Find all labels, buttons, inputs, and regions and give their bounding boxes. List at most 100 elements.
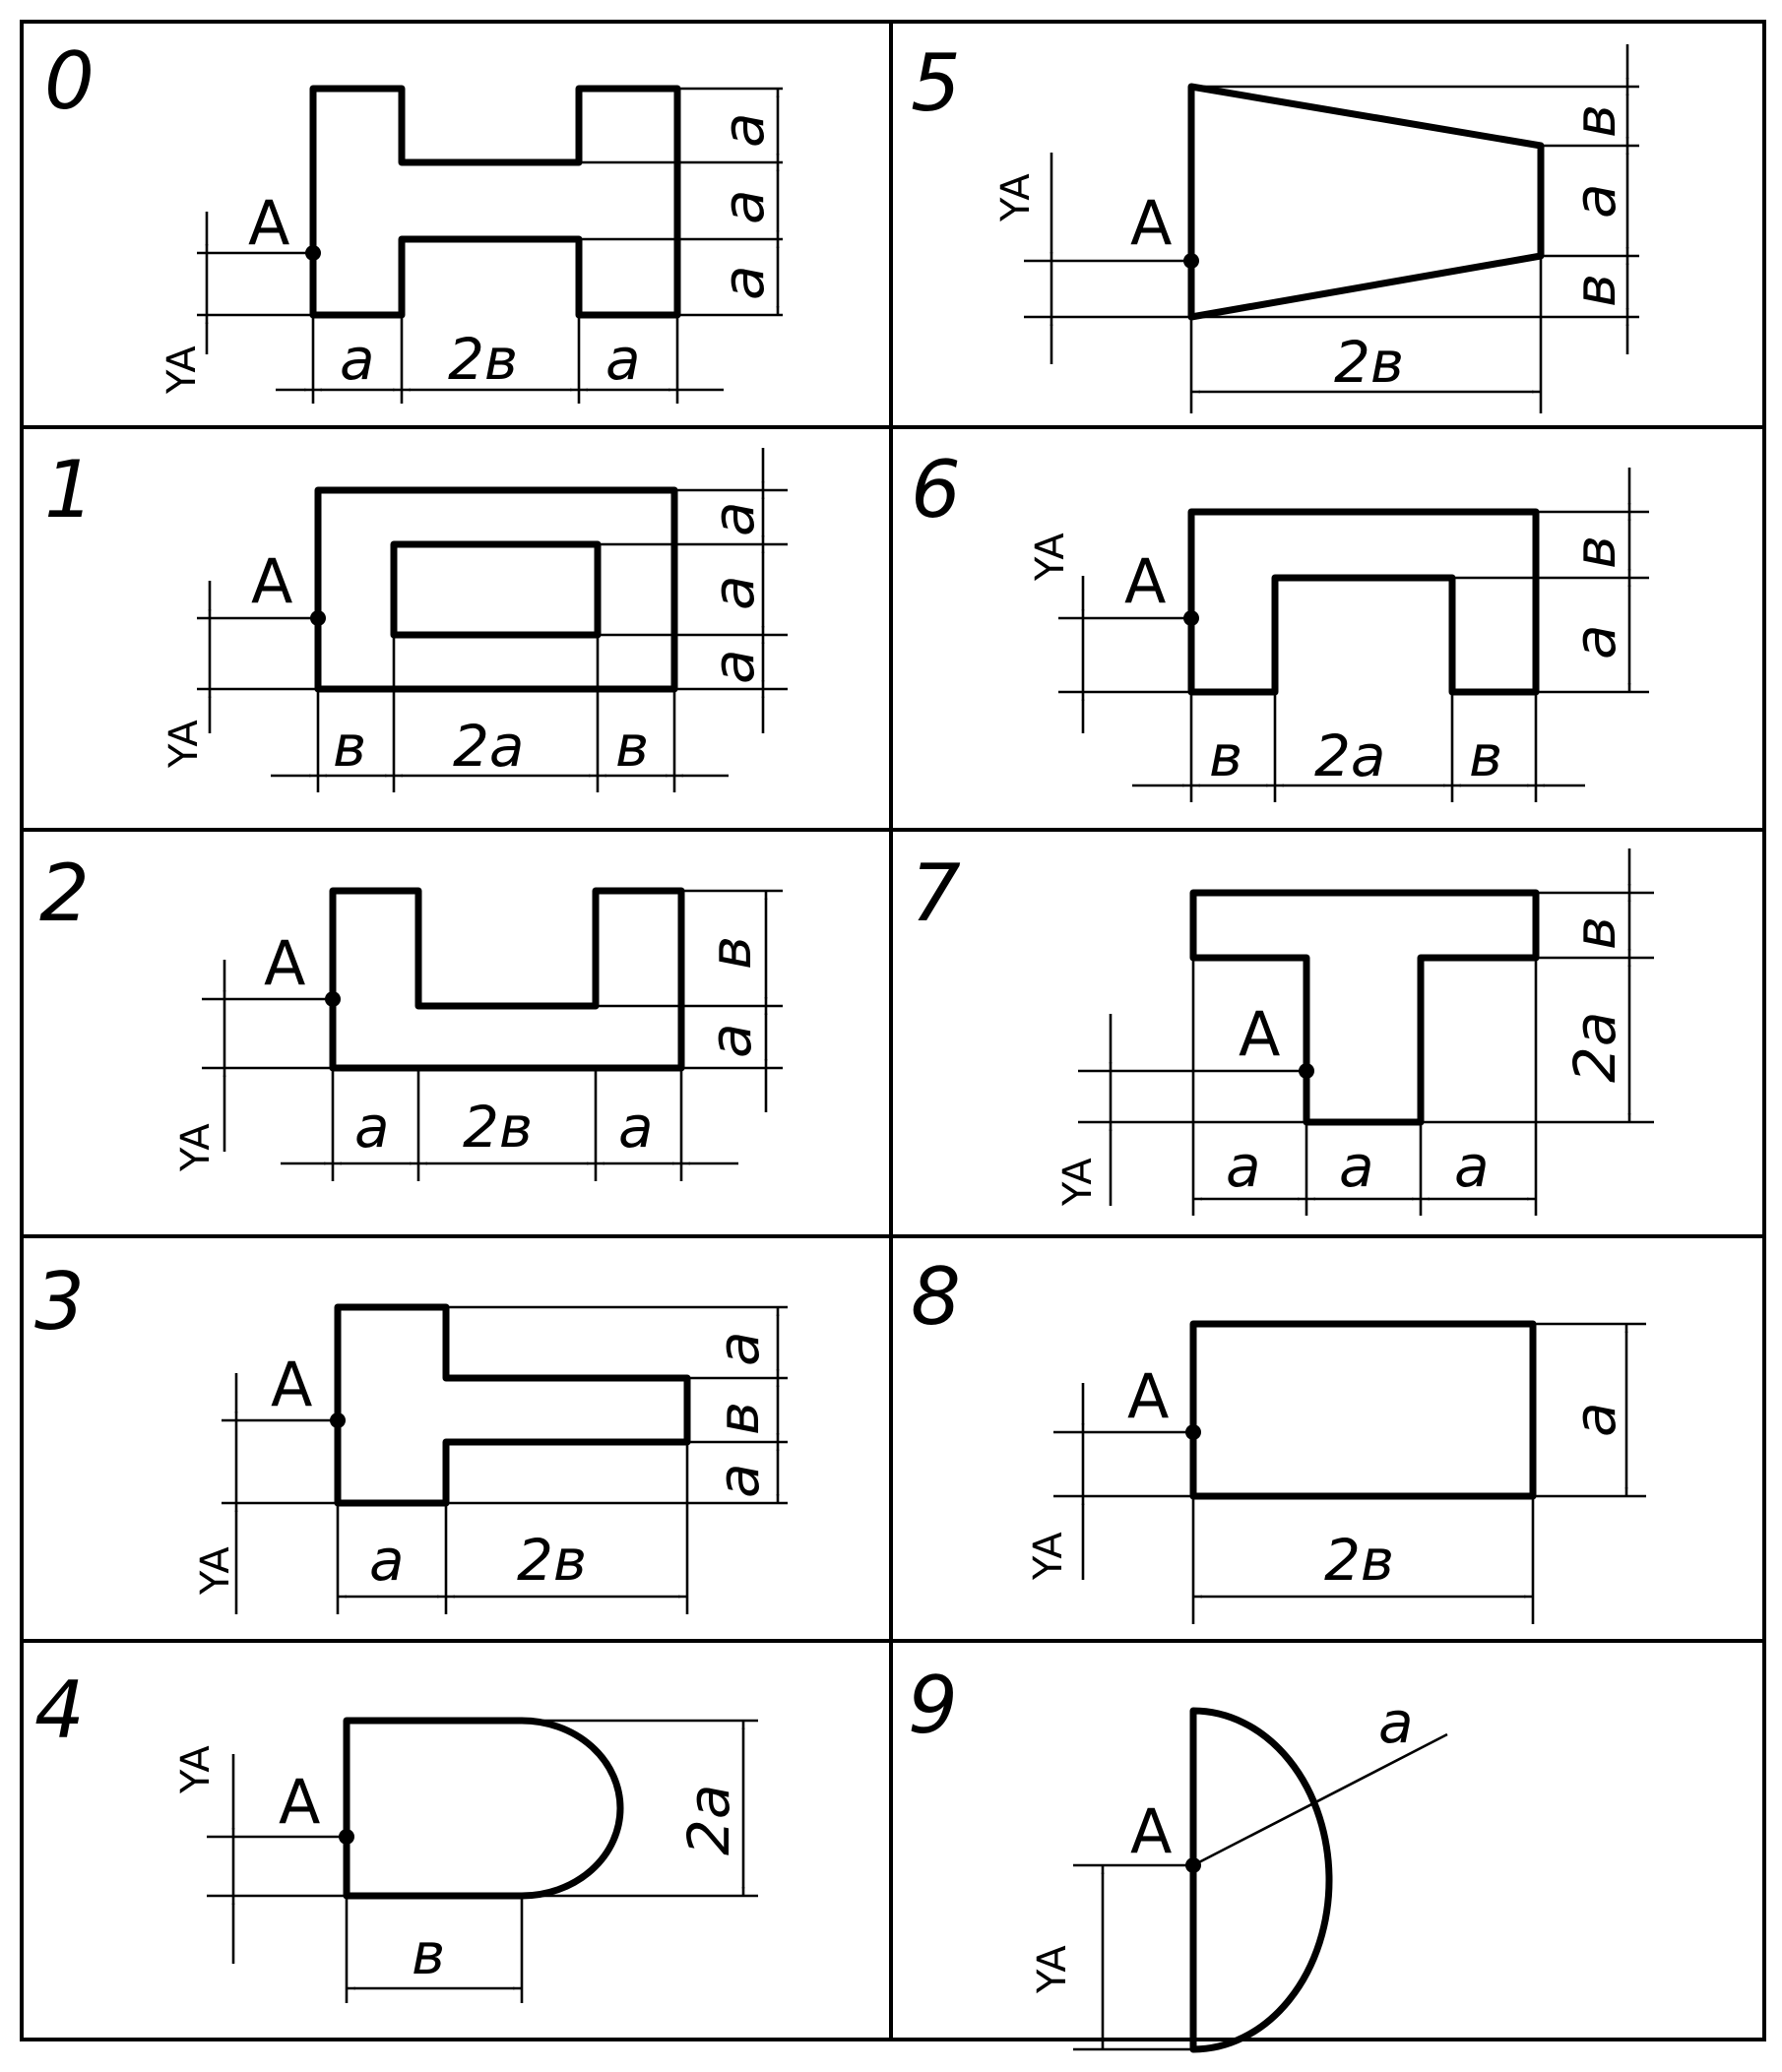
dim-h-1: 2в [1334,329,1404,396]
extension-lines [197,87,783,404]
panel-number: 6 [911,444,961,535]
dim-h-1: a [369,1527,405,1594]
cross-section-shape [343,1717,624,1900]
panel-8: 8 A YA 2в a [911,1251,1646,1624]
dim-v-1: 2a [675,1785,742,1855]
extension-lines [1053,1322,1646,1624]
dim-h-3: в [1469,722,1502,789]
cross-section-shape [1189,1707,1333,2053]
panel-number: 0 [44,35,95,127]
panel-number: 9 [908,1660,958,1751]
point-a-marker [1185,1424,1201,1440]
dimension-lines [1050,44,1629,394]
dim-h-1: 2в [1324,1527,1394,1594]
point-a-marker [330,1413,346,1428]
point-a-marker [325,991,341,1007]
y-label: YA [161,720,207,769]
panel-9: 9 A YA a [908,1660,1448,2053]
inner-rectangle [390,540,602,639]
point-label: A [1130,187,1172,259]
dim-h-1: в [333,713,366,780]
dimension-lines [208,448,765,778]
dim-v-2: a [700,575,767,610]
point-label: A [264,927,305,999]
extension-lines [197,488,788,792]
panel-number: 1 [44,444,95,535]
point-a-marker [339,1829,354,1845]
cross-section-shape [1189,1320,1537,1500]
dim-h-3: в [615,713,649,780]
dim-v-1: в [1561,535,1628,569]
dim-h-2: 2в [448,326,518,393]
panel-number: 7 [911,848,961,939]
point-a-marker [1183,610,1199,626]
dim-v-2: a [1561,624,1628,659]
dimension-lines [205,89,780,392]
dimension-lines [223,891,768,1165]
point-label: A [248,187,289,259]
point-a-marker [305,245,321,261]
panel-2: 2 A YA a 2в [39,848,783,1181]
radius-label: a [1378,1689,1414,1756]
dim-v-1: a [705,1331,772,1366]
y-label: YA [173,1745,219,1794]
dimension-lines [1109,848,1631,1206]
panel-4: 4 A YA в 2a [34,1664,758,2003]
radius-leader [1192,1732,1448,1867]
dim-v-1: a [1561,1402,1628,1437]
point-label: A [1130,1795,1172,1867]
dim-v-2: a [710,189,777,224]
y-label: YA [1026,1532,1071,1581]
point-label: A [251,545,292,617]
extension-lines [207,1719,758,2003]
dim-v-3: a [700,649,767,684]
dim-h-3: a [1454,1133,1490,1200]
cross-section-shape [309,85,681,319]
dim-h-2: a [1339,1133,1374,1200]
point-label: A [279,1766,320,1838]
y-label: YA [173,1123,219,1172]
dim-v-1: в [1561,916,1628,950]
y-label: YA [1028,533,1073,582]
dim-h-1: в [1209,722,1242,789]
dim-h-2: 2a [453,713,524,780]
point-label: A [1127,1360,1169,1432]
panel-6: 6 A YA в 2a [911,444,1649,802]
dim-v-1: a [710,112,777,148]
point-a-marker [1299,1063,1314,1079]
dim-h-1: в [412,1920,445,1987]
dim-v-3: a [705,1463,772,1498]
panel-number: 4 [34,1664,85,1756]
dim-v-1: в [1561,104,1628,138]
outer-rectangle [314,486,678,693]
panel-number: 5 [911,37,961,129]
panel-5: 5 A YA 2в в a в [911,37,1639,413]
panel-1: 1 [44,444,788,792]
dimension-lines [1081,1324,1628,1599]
dim-h-2: 2a [1314,722,1385,789]
dim-h-3: a [618,1094,654,1161]
point-a-marker [310,610,326,626]
cross-section-shape [329,887,685,1072]
panel-0: 0 A YA [44,35,783,404]
panel-3: 3 A YA a 2в a в a [34,1256,788,1614]
y-label: YA [193,1546,238,1596]
point-label: A [1239,998,1280,1070]
panel-number: 3 [34,1256,85,1348]
dim-v-2: 2a [1561,1012,1628,1083]
dim-v-1: в [697,936,764,970]
dim-h-1: a [354,1094,390,1161]
point-a-marker [1183,253,1199,269]
point-a-marker [1185,1857,1201,1873]
dimension-lines [234,1307,780,1614]
dim-h-1: a [340,326,375,393]
dim-v-1: a [700,501,767,536]
dim-v-2: a [697,1023,764,1058]
cross-section-shape [1187,83,1545,321]
dim-v-3: в [1561,274,1628,307]
dimension-lines [231,1721,745,1990]
cross-section-shape [1187,508,1540,696]
y-label: YA [159,345,205,395]
panel-7: 7 A YA a a a в 2 [911,848,1654,1216]
